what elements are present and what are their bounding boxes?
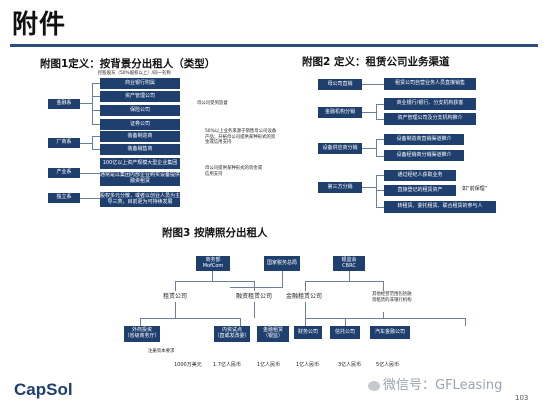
fig1-box-insurance: 保险公司 [100, 105, 180, 116]
fig2-box-registered: 直接登记的租赁资产 [384, 185, 456, 196]
fig2-box-maker-channel: 设备制造商直销渠道推介 [384, 134, 464, 145]
wechat-watermark: 微信号：GFLeasing [368, 374, 502, 393]
capsol-logo: CapSol [14, 380, 73, 399]
fig2-box-amc-branch: 资产管理公司及分支机构推介 [384, 113, 476, 125]
fig2-box-bank-branch: 商业银行/银行、分支机构获客 [384, 98, 476, 110]
fig3-capital-label: 注册资本要求 [148, 349, 175, 354]
fig2-group-financial: 金融机构分销 [318, 107, 362, 118]
fig1-group-finance: 金融系 [48, 99, 80, 109]
page-number: 103 [515, 394, 529, 402]
fig2-group-supplier: 设备供应商分销 [318, 143, 362, 154]
fig1-note-industry: 母公司提供某种形式的资金或信用支持 [205, 166, 263, 177]
fig2-title: 附图2 定义：租赁公司业务渠道 [302, 56, 450, 68]
fig2-group-thirdparty: 第三方分销 [318, 182, 362, 193]
fig1-box-equip-maker: 装备制造商 [100, 131, 180, 142]
fig1-group-independent: 独立系 [48, 193, 80, 203]
fig1-box-bank: 商业银行附属 [100, 78, 180, 89]
fig3-leaf-trust: 信托公司 [330, 326, 360, 339]
page-title: 附件 [12, 10, 67, 40]
fig3-capital-auto-finance: 5亿人民币 [376, 362, 400, 368]
fig1-group-manufacturer: 厂商系 [48, 138, 80, 148]
fig3-capital-foreign: 1000万美元 [174, 362, 202, 368]
fig3-leaf-financial-lease: 金融租赁（银监） [257, 326, 289, 342]
fig3-capital-finance-co: 1亿人民币 [296, 362, 320, 368]
fig3-mid-other: 其他经营范围包括融资租赁的非银行机构 [372, 292, 412, 303]
fig3-leaf-foreign: 外商投资（省级商务厅） [124, 326, 160, 342]
fig3-capital-financial-lease: 1亿人民币 [257, 362, 281, 368]
fig1-caption: 控股股东（50%股权以上）/同一名称 [98, 71, 171, 76]
fig2-box-dealer-channel: 设备经销商分销渠道推介 [384, 150, 464, 161]
fig2-quote: 如“前保理” [462, 186, 488, 192]
fig2-group-direct: 母公司直销 [318, 79, 362, 90]
fig3-leaf-domestic: 内资试点（直或发改委） [214, 326, 250, 342]
fig3-title: 附图3 按牌照分出租人 [162, 227, 268, 239]
fig1-group-industry: 产业系 [48, 168, 80, 178]
fig1-box-securities: 证券公司 [100, 119, 180, 130]
fig1-note-finance: 母公司受到监督 [197, 101, 228, 106]
fig1-box-group-internal: 通常是以集团内部企业购买设备提供融资租赁 [100, 172, 180, 186]
fig2-box-broker: 通过经纪人获取业务 [384, 170, 456, 181]
wechat-icon [368, 380, 380, 391]
fig3-mid-lessor: 租赁公司 [163, 293, 188, 300]
title-divider [10, 44, 538, 47]
fig3-mid-finance-lease: 融资租赁公司 [236, 293, 273, 300]
fig3-capital-trust: 3亿人民币 [338, 362, 362, 368]
fig2-box-self-sales: 租赁公司自营业务人员直接销售 [384, 78, 476, 90]
fig2-box-sublease: 转租赁、委托租赁、联合租赁的参与人 [384, 201, 496, 213]
fig1-box-independent: 股权多元分散，或者以创业人员为主导三类，目前更为可持续发展 [100, 192, 180, 207]
fig3-leaf-finance-co: 财务公司 [294, 326, 322, 339]
fig1-box-conglomerate: 100亿以上资产规模大型企业集团 [100, 158, 180, 169]
fig3-reg-tax: 国家税务总局 [264, 256, 300, 271]
fig3-capital-domestic: 1.7亿人民币 [213, 362, 241, 368]
fig1-title: 附图1定义：按背景分出租人（类型） [40, 58, 216, 70]
fig1-box-equip-dealer: 装备销售商 [100, 144, 180, 155]
fig1-note-manufacturer: 50%以上业务来源于销售母公司设备产品；开拓母公司提供某种形式的资金或信用支持 [205, 129, 277, 146]
fig1-box-amc: 资产管理公司 [100, 91, 180, 102]
fig3-leaf-auto-finance: 汽车金融公司 [370, 326, 410, 339]
fig3-mid-financial-lease: 金融租赁公司 [286, 293, 323, 300]
